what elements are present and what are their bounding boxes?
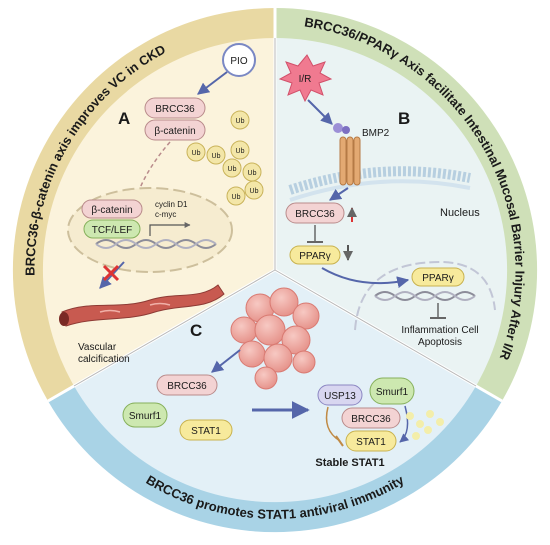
vascular-label-2: calcification	[78, 354, 130, 365]
inflam-label-1: Inflammation Cell	[401, 325, 478, 336]
ppar-label: PPARγ	[299, 251, 331, 262]
ub-label: Ub	[232, 194, 241, 201]
ppar-pill	[289, 245, 341, 265]
bmp2-ligand	[333, 123, 343, 133]
nuc-beta-catenin-pill	[81, 199, 143, 219]
ub-label: Ub	[250, 188, 259, 195]
cell-cluster-icon	[230, 287, 320, 390]
stat1-label-c: STAT1	[191, 426, 221, 437]
ub-sphere	[230, 140, 250, 160]
smurf1-to-stat1-arrow	[399, 405, 410, 443]
usp13-label: USP13	[324, 391, 356, 402]
brcc36-pill-right	[341, 407, 401, 429]
cmyc-label: c-myc	[155, 210, 176, 219]
receptor-to-brcc36-arrow	[329, 187, 349, 201]
nuc-ppar-pill	[411, 267, 465, 287]
dna-helix-b-2	[374, 291, 476, 301]
inner-divider-left	[73, 269, 276, 387]
section-b: B I/R BMP2 BRCC36 PPARγ Nucleus PPA	[278, 54, 496, 348]
ub-sphere	[230, 110, 250, 130]
cross-icon	[102, 264, 120, 282]
ub-sphere	[226, 186, 246, 206]
brcc36-label-c: BRCC36	[167, 381, 207, 392]
bmp2-ligand-2	[342, 126, 350, 134]
ub-label: Ub	[212, 153, 221, 160]
tcf-lef-label: TCF/LEF	[92, 225, 133, 236]
bmp2-receptor	[339, 136, 361, 186]
section-c-letter: C	[190, 321, 202, 340]
ub-sphere	[186, 142, 206, 162]
ppar-to-nucleus-arrow	[321, 267, 410, 289]
ub-label: Ub	[192, 150, 201, 157]
stat1-pill-right	[345, 430, 397, 452]
pio-molecule	[222, 43, 256, 77]
stable-stat1-label: Stable STAT1	[315, 457, 384, 469]
cell-membrane-inner	[289, 179, 471, 202]
degradation-dots	[406, 410, 444, 440]
smurf1-label-c: Smurf1	[129, 411, 162, 422]
section-c: C BRCC36 Smurf1 STAT1 USP13 Smurf1 BRCC3…	[122, 287, 444, 469]
pio-label: PIO	[230, 56, 247, 67]
brcc36-pill-b	[285, 202, 345, 224]
stat1-label-right: STAT1	[356, 437, 386, 448]
brcc36-pill-c	[156, 374, 218, 396]
ub-label: Ub	[236, 148, 245, 155]
usp13-pill	[317, 384, 363, 406]
brcc36-label-right: BRCC36	[351, 414, 391, 425]
vascular-label-1: Vascular	[78, 342, 117, 353]
dna-helix-a-2	[95, 239, 217, 249]
ub-label: Ub	[248, 170, 257, 177]
cells-to-brcc36-arrow	[211, 349, 241, 373]
section-a-letter: A	[118, 109, 130, 128]
dna-helix-b	[374, 291, 476, 301]
beta-catenin-label-a: β-catenin	[154, 126, 195, 137]
brcc36-label-a: BRCC36	[155, 104, 195, 115]
smurf1-pill-right	[369, 377, 415, 405]
brcc36-pill-a	[144, 97, 206, 119]
transcription-arrow	[149, 222, 191, 236]
usp13-inhibit-bar	[335, 435, 344, 447]
pio-arrow	[197, 71, 228, 95]
nuc-ppar-label: PPARγ	[422, 273, 454, 284]
vessel-icon	[59, 284, 225, 327]
ub-sphere	[206, 145, 226, 165]
stat1-pill-c	[179, 419, 233, 441]
ub-sphere	[222, 158, 242, 178]
ir-starburst	[278, 54, 333, 103]
bmp2-label: BMP2	[362, 128, 390, 139]
ub-label: Ub	[236, 118, 245, 125]
smurf1-pill-c	[122, 402, 168, 428]
section-b-letter: B	[398, 109, 410, 128]
ir-to-bmp2-arrow	[307, 99, 333, 125]
inflam-label-2: Apoptosis	[418, 337, 462, 348]
section-a: A PIO BRCC36 β-catenin Ub Ub Ub Ub Ub Ub…	[59, 43, 264, 365]
tcf-lef-pill	[83, 219, 141, 239]
beta-catenin-pill-a	[144, 119, 206, 141]
inhibit-dashed-line	[139, 141, 171, 189]
cell-membrane	[288, 166, 471, 195]
ir-label: I/R	[299, 74, 312, 85]
smurf1-label-right: Smurf1	[376, 387, 409, 398]
inner-divider-right	[274, 269, 477, 387]
cyclin-label: cyclin D1	[155, 200, 188, 209]
nucleus-b	[354, 260, 496, 331]
nucleus-label: Nucleus	[440, 207, 480, 219]
ub-sphere	[244, 180, 264, 200]
ubiquitin-cluster: Ub Ub Ub Ub Ub Ub Ub Ub	[186, 110, 264, 206]
ub-label: Ub	[228, 166, 237, 173]
nuc-beta-catenin-label: β-catenin	[91, 205, 132, 216]
brcc36-label-b: BRCC36	[295, 209, 335, 220]
